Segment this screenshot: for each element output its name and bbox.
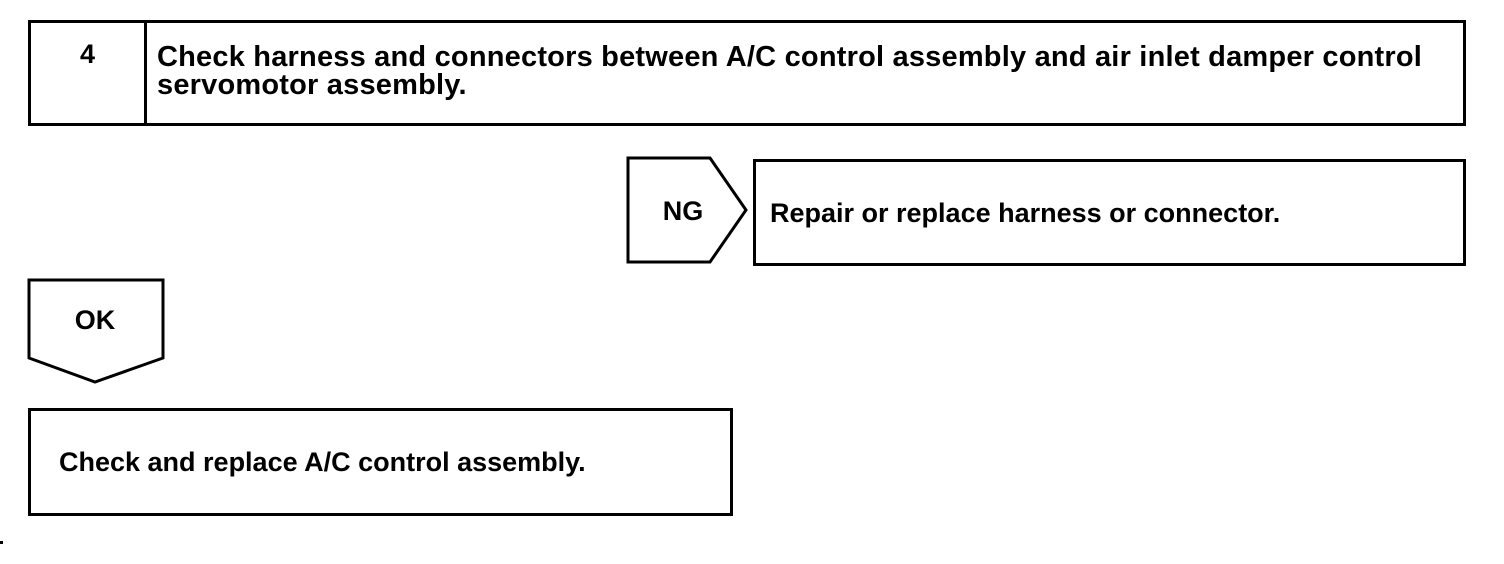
ok-arrow-shape [27,278,165,384]
step-divider [144,23,147,123]
ng-label: NG [663,196,704,226]
step-number: 4 [79,39,96,69]
ok-label: OK [75,305,116,335]
ng-arrow: NG [626,156,748,264]
step-box: 4 Check harness and connectors between A… [28,20,1466,126]
ng-action-box: Repair or replace harness or connector. [753,159,1466,266]
ok-arrow: OK [27,278,165,384]
ok-action-text: Check and replace A/C control assembly. [59,447,586,477]
ok-action-box: Check and replace A/C control assembly. [28,408,733,516]
step-title: Check harness and connectors between A/C… [157,41,1423,101]
stray-mark [0,541,3,544]
ng-action-text: Repair or replace harness or connector. [770,198,1281,228]
ng-arrow-shape [626,156,748,264]
